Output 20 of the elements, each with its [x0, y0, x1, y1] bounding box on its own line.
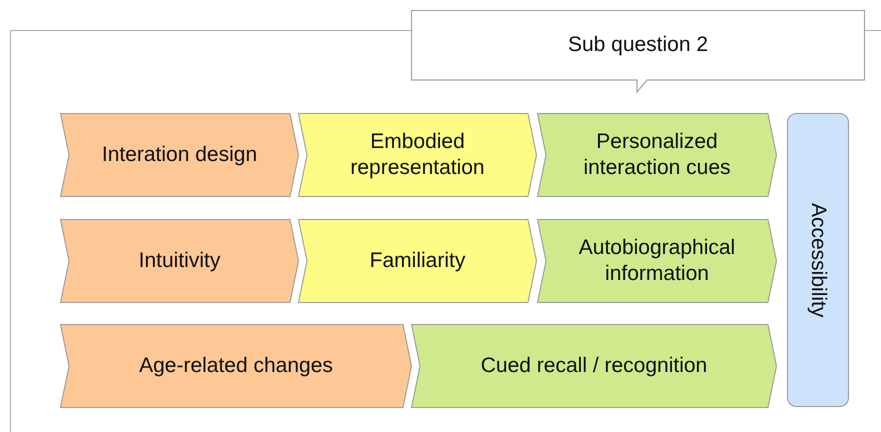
step-label: Personalized interaction cues	[582, 128, 732, 181]
chevron-step	[411, 324, 777, 408]
speech-callout	[411, 10, 865, 92]
step-label: Intuitivity	[138, 248, 222, 274]
chevron-step	[298, 219, 537, 303]
step-label: Cued recall / recognition	[480, 352, 708, 379]
chevron-step	[537, 113, 777, 197]
chevron-step	[298, 113, 537, 197]
chevron-step	[60, 113, 299, 197]
step-label: Interation design	[100, 142, 258, 168]
bar-label: Accessibility	[806, 202, 832, 320]
chevron-step	[60, 324, 412, 408]
callout-text: Sub question 2	[566, 32, 710, 58]
chevron-step	[60, 219, 299, 303]
step-label: Embodied representation	[349, 128, 486, 181]
rounded-bar	[787, 113, 849, 407]
step-label: Familiarity	[368, 248, 466, 274]
chevron-step	[537, 219, 777, 303]
step-label: Autobiographical information	[578, 234, 736, 287]
step-label: Age-related changes	[138, 352, 334, 379]
